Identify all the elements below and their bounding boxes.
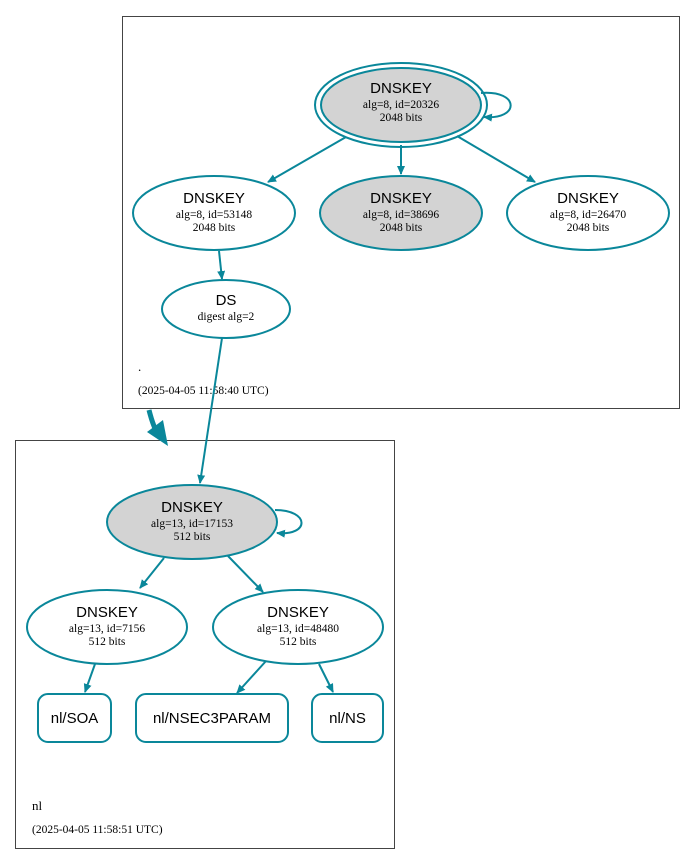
rrset-nsec3param[interactable]: nl/NSEC3PARAM: [135, 693, 289, 743]
node-nl-7156-line1: alg=13, id=7156: [69, 623, 145, 635]
rrset-soa-label: nl/SOA: [51, 710, 99, 727]
edge-nl-ksk-to-7156: [139, 557, 165, 589]
node-root-ksk-line1: alg=8, id=20326: [363, 99, 439, 111]
edge-root-ksk-self: [480, 91, 512, 122]
node-nl-ds-type: DS: [216, 292, 237, 309]
node-nl-ksk-line2: 512 bits: [174, 531, 211, 543]
zone-root-name: .: [138, 359, 141, 374]
edge-48480-to-nsec3param: [236, 660, 267, 694]
zone-root-timestamp: (2025-04-05 11:58:40 UTC): [138, 385, 269, 397]
node-root-38696-line1: alg=8, id=38696: [363, 209, 439, 221]
node-nl-48480-line1: alg=13, id=48480: [257, 623, 339, 635]
edge-root-ksk-to-53148: [267, 136, 347, 183]
node-root-26470[interactable]: DNSKEY alg=8, id=26470 2048 bits: [506, 175, 670, 251]
node-root-ksk[interactable]: DNSKEY alg=8, id=20326 2048 bits: [314, 62, 488, 148]
rrset-soa[interactable]: nl/SOA: [37, 693, 112, 743]
rrset-ns[interactable]: nl/NS: [311, 693, 384, 743]
edge-ds-to-nl-ksk: [197, 337, 223, 484]
node-root-26470-line2: 2048 bits: [567, 222, 610, 234]
edge-root-ksk-to-26470: [456, 135, 536, 183]
node-root-53148-type: DNSKEY: [183, 190, 245, 207]
node-root-ksk-line2: 2048 bits: [380, 112, 423, 124]
zone-root-box: [122, 16, 680, 409]
node-root-53148-line1: alg=8, id=53148: [176, 209, 252, 221]
node-root-ksk-type: DNSKEY: [370, 80, 432, 97]
node-nl-ksk-type: DNSKEY: [161, 499, 223, 516]
delegation-arrowhead: [147, 420, 168, 446]
node-nl-ds-line1: digest alg=2: [198, 311, 255, 323]
edge-nl-ksk-self: [274, 509, 303, 538]
zone-nl-box: [15, 440, 395, 849]
node-root-38696[interactable]: DNSKEY alg=8, id=38696 2048 bits: [319, 175, 483, 251]
node-root-26470-type: DNSKEY: [557, 190, 619, 207]
node-nl-7156-type: DNSKEY: [76, 604, 138, 621]
node-root-26470-line1: alg=8, id=26470: [550, 209, 626, 221]
edge-nl-ksk-to-48480: [227, 555, 264, 593]
node-nl-ksk[interactable]: DNSKEY alg=13, id=17153 512 bits: [106, 484, 278, 560]
edge-7156-to-soa: [83, 663, 96, 693]
rrset-nsec3param-label: nl/NSEC3PARAM: [153, 710, 271, 727]
node-nl-ksk-line1: alg=13, id=17153: [151, 518, 233, 530]
zone-nl-name: nl: [32, 798, 43, 813]
node-root-38696-line2: 2048 bits: [380, 222, 423, 234]
zone-nl-timestamp: (2025-04-05 11:58:51 UTC): [32, 824, 163, 836]
node-root-53148-line2: 2048 bits: [193, 222, 236, 234]
edge-53148-to-ds: [217, 250, 226, 280]
node-nl-ds[interactable]: DS digest alg=2: [161, 279, 291, 339]
node-root-53148[interactable]: DNSKEY alg=8, id=53148 2048 bits: [132, 175, 296, 251]
node-nl-7156-line2: 512 bits: [89, 636, 126, 648]
node-nl-48480[interactable]: DNSKEY alg=13, id=48480 512 bits: [212, 589, 384, 665]
edge-48480-to-ns: [318, 663, 334, 693]
node-nl-48480-type: DNSKEY: [267, 604, 329, 621]
node-nl-48480-line2: 512 bits: [280, 636, 317, 648]
rrset-ns-label: nl/NS: [329, 710, 366, 727]
node-nl-7156[interactable]: DNSKEY alg=13, id=7156 512 bits: [26, 589, 188, 665]
node-root-38696-type: DNSKEY: [370, 190, 432, 207]
